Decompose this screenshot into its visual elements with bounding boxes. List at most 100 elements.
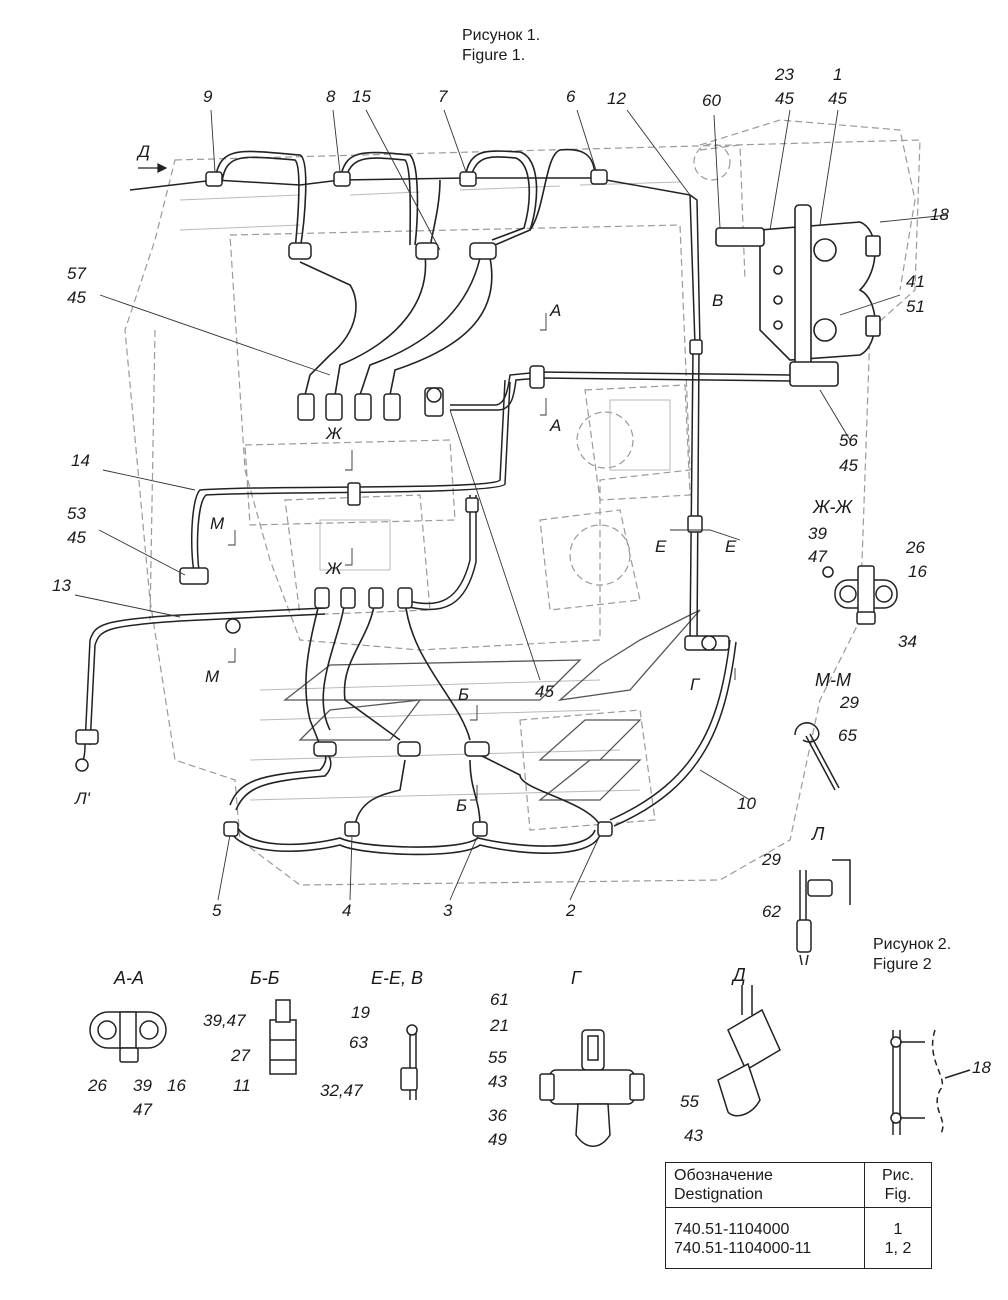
callout-18: 18	[930, 205, 949, 224]
fittings	[75, 169, 730, 837]
section-bb-title: Б-Б	[250, 968, 280, 988]
fig2-detail-drawing	[890, 1029, 971, 1136]
callout-41: 41	[906, 272, 925, 291]
cover-outline	[283, 609, 701, 801]
callout-11: 11	[233, 1076, 251, 1095]
callout-26: 26	[88, 1076, 107, 1095]
view-d-title: Д	[733, 965, 746, 985]
designation-header: Обозначение Destignation	[665, 1162, 865, 1208]
cut-mark-b-top: Б	[458, 685, 470, 704]
cut-mark-e-right: Е	[725, 537, 737, 556]
section-zhzh-drawing	[822, 565, 898, 625]
callout-61: 61	[490, 990, 509, 1009]
table-header-row: Обозначение Destignation Рис. Fig.	[665, 1162, 932, 1208]
callout-39-47: 39,47	[203, 1011, 246, 1030]
callout-16: 16	[908, 562, 927, 581]
callout-51: 51	[906, 297, 925, 316]
section-mm-drawing	[794, 722, 840, 791]
callout-16: 16	[167, 1076, 186, 1095]
cut-mark-e-left: Е	[655, 537, 667, 556]
section-ee-title: Е-Е, В	[371, 968, 424, 988]
callout-55: 55	[488, 1048, 507, 1067]
callout-43: 43	[488, 1072, 507, 1091]
cut-mark-m-top: М	[210, 514, 225, 533]
section-bb-drawing	[269, 999, 297, 1075]
designation-header-en: Destignation	[674, 1186, 763, 1203]
figure-value: 1, 2	[884, 1240, 912, 1257]
cut-mark-g: Г	[690, 675, 700, 694]
callout-36: 36	[488, 1106, 507, 1125]
designation-value: 740.51-1104000	[674, 1221, 790, 1238]
callout-65: 65	[838, 726, 857, 745]
designation-value: 740.51-1104000-11	[674, 1240, 812, 1257]
callout-19: 19	[351, 1003, 370, 1022]
figure1-title-ru: Рисунок 1.	[462, 27, 541, 44]
callout-26: 26	[906, 538, 925, 557]
callout-14: 14	[71, 451, 90, 470]
callout-10: 10	[737, 794, 756, 813]
view-g-drawing	[539, 1029, 645, 1147]
callout-32-47: 32,47	[320, 1081, 363, 1100]
figure2-title-en: Figure 2	[873, 956, 932, 973]
view-l-marker: Л'	[75, 789, 90, 808]
section-zhzh-title: Ж-Ж	[813, 497, 853, 517]
figure-value: 1	[893, 1221, 903, 1238]
callout-45: 45	[67, 288, 86, 307]
callout-15: 15	[352, 87, 371, 106]
cut-mark-a-bottom: А	[550, 416, 562, 435]
figure2-title-ru: Рисунок 2.	[873, 936, 952, 953]
callout-47: 47	[133, 1100, 152, 1119]
callout-60: 60	[702, 91, 721, 110]
callout-21: 21	[490, 1016, 509, 1035]
callout-29: 29	[762, 850, 781, 869]
callout-56: 56	[839, 431, 858, 450]
callout-12: 12	[607, 89, 626, 108]
filter-housing-outline	[693, 119, 916, 291]
callout-34: 34	[898, 632, 917, 651]
callout-45: 45	[535, 682, 554, 701]
designation-table: Обозначение Destignation Рис. Fig. 740.5…	[665, 1162, 932, 1269]
callout-39: 39	[808, 524, 827, 543]
view-l-title: Л	[812, 824, 825, 844]
designation-cells: 740.51-1104000 740.51-1104000-11	[665, 1207, 865, 1269]
section-ee-drawing	[400, 1024, 418, 1100]
callout-9: 9	[203, 87, 213, 106]
callout-47: 47	[808, 547, 827, 566]
section-mm-title: М-М	[815, 670, 851, 690]
view-l-drawing	[796, 859, 851, 966]
callout-v: В	[712, 291, 724, 310]
callout-27: 27	[231, 1046, 250, 1065]
figure-header-en: Fig.	[884, 1186, 912, 1203]
fuel-lines	[214, 148, 601, 856]
callout-62: 62	[762, 902, 781, 921]
callout-39: 39	[133, 1076, 152, 1095]
view-d-arrow	[138, 163, 168, 173]
callout-18: 18	[972, 1058, 991, 1077]
view-d-drawing	[717, 985, 781, 1117]
callout-45: 45	[828, 89, 847, 108]
view-g-title: Г	[571, 968, 581, 988]
engine-block-detail	[179, 181, 681, 801]
callout-55: 55	[680, 1092, 699, 1111]
cut-mark-a-top: А	[550, 301, 562, 320]
cut-mark-b-bottom: Б	[456, 796, 468, 815]
leader-lines	[74, 109, 949, 901]
callout-45: 45	[67, 528, 86, 547]
fuel-filter-assembly	[715, 204, 881, 387]
section-aa-title: А-А	[114, 968, 145, 988]
callout-45: 45	[775, 89, 794, 108]
callout-7: 7	[438, 87, 448, 106]
callout-13: 13	[52, 576, 71, 595]
table-row: 740.51-1104000 740.51-1104000-11 1 1, 2	[665, 1207, 932, 1269]
figure-cells: 1 1, 2	[864, 1207, 932, 1269]
callout-43: 43	[684, 1126, 703, 1145]
callout-49: 49	[488, 1130, 507, 1149]
section-aa-drawing	[89, 1011, 167, 1063]
figure-header: Рис. Fig.	[864, 1162, 932, 1208]
figure1-title-en: Figure 1.	[462, 47, 526, 64]
callout-57: 57	[67, 264, 86, 283]
view-d-marker: Д	[138, 142, 150, 161]
callout-3: 3	[443, 901, 453, 920]
